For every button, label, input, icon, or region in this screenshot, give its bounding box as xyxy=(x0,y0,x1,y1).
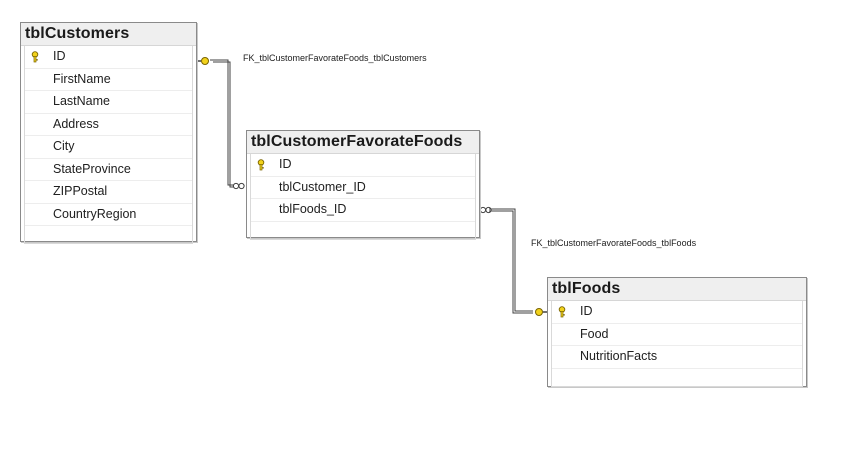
column-name: ID xyxy=(580,304,593,318)
relationship-label-foods: FK_tblCustomerFavorateFoods_tblFoods xyxy=(531,238,697,248)
table-columns: ID FirstName LastName Address City State… xyxy=(24,46,193,244)
table-tblCustomerFavorateFoods[interactable]: tblCustomerFavorateFoods ID tblCustomer_… xyxy=(246,130,480,240)
empty-column-row[interactable] xyxy=(25,226,192,243)
primary-key-icon xyxy=(25,46,47,68)
column-row[interactable]: tblCustomer_ID xyxy=(251,177,475,199)
table-title: tblCustomers xyxy=(25,25,130,42)
relationship-many-end-customers xyxy=(232,182,245,190)
column-row[interactable]: Food xyxy=(552,324,802,346)
column-row[interactable]: ID xyxy=(251,154,475,177)
column-row[interactable]: FirstName xyxy=(25,69,192,91)
relationship-line-foods[interactable] xyxy=(489,208,533,314)
table-columns: ID tblCustomer_ID tblFoods_ID xyxy=(250,154,476,240)
table-header: tblCustomerFavorateFoods xyxy=(247,131,479,154)
table-tblFoods[interactable]: tblFoods ID Food NutritionFacts xyxy=(547,277,807,387)
primary-key-icon xyxy=(552,301,574,323)
column-row[interactable]: CountryRegion xyxy=(25,204,192,226)
table-header: tblCustomers xyxy=(21,23,196,46)
column-row[interactable]: tblFoods_ID xyxy=(251,199,475,222)
column-name: ZIPPostal xyxy=(53,184,108,198)
primary-key-icon xyxy=(251,154,273,176)
relationship-many-end-foods xyxy=(479,206,492,214)
column-name: City xyxy=(53,139,75,153)
column-name: tblCustomer_ID xyxy=(279,179,366,194)
column-name: StateProvince xyxy=(53,161,131,176)
column-row[interactable]: City xyxy=(25,136,192,159)
column-name: ID xyxy=(279,157,292,171)
column-row[interactable]: LastName xyxy=(25,91,192,114)
table-tblCustomers[interactable]: tblCustomers ID FirstName LastName Addre… xyxy=(20,22,197,244)
column-row[interactable]: NutritionFacts xyxy=(552,346,802,369)
table-header: tblFoods xyxy=(548,278,806,301)
table-title: tblFoods xyxy=(552,280,621,297)
empty-column-row[interactable] xyxy=(552,369,802,386)
column-row[interactable]: ID xyxy=(25,46,192,69)
relationship-key-end-customers xyxy=(197,57,209,65)
column-name: ID xyxy=(53,49,66,63)
column-name: Address xyxy=(53,116,99,131)
relationship-key-end-foods xyxy=(535,308,547,316)
column-row[interactable]: Address xyxy=(25,114,192,136)
column-name: CountryRegion xyxy=(53,206,137,221)
column-row[interactable]: ZIPPostal xyxy=(25,181,192,204)
column-row[interactable]: StateProvince xyxy=(25,159,192,181)
column-name: Food xyxy=(580,326,609,341)
column-name: tblFoods_ID xyxy=(279,202,347,216)
column-name: FirstName xyxy=(53,71,111,86)
table-title: tblCustomerFavorateFoods xyxy=(251,133,463,150)
empty-column-row[interactable] xyxy=(251,222,475,239)
column-name: LastName xyxy=(53,94,110,108)
table-columns: ID Food NutritionFacts xyxy=(551,301,803,387)
relationship-label-customers: FK_tblCustomerFavorateFoods_tblCustomers xyxy=(243,53,427,63)
column-name: NutritionFacts xyxy=(580,349,658,363)
relationship-line-customers[interactable] xyxy=(210,59,234,188)
column-row[interactable]: ID xyxy=(552,301,802,324)
